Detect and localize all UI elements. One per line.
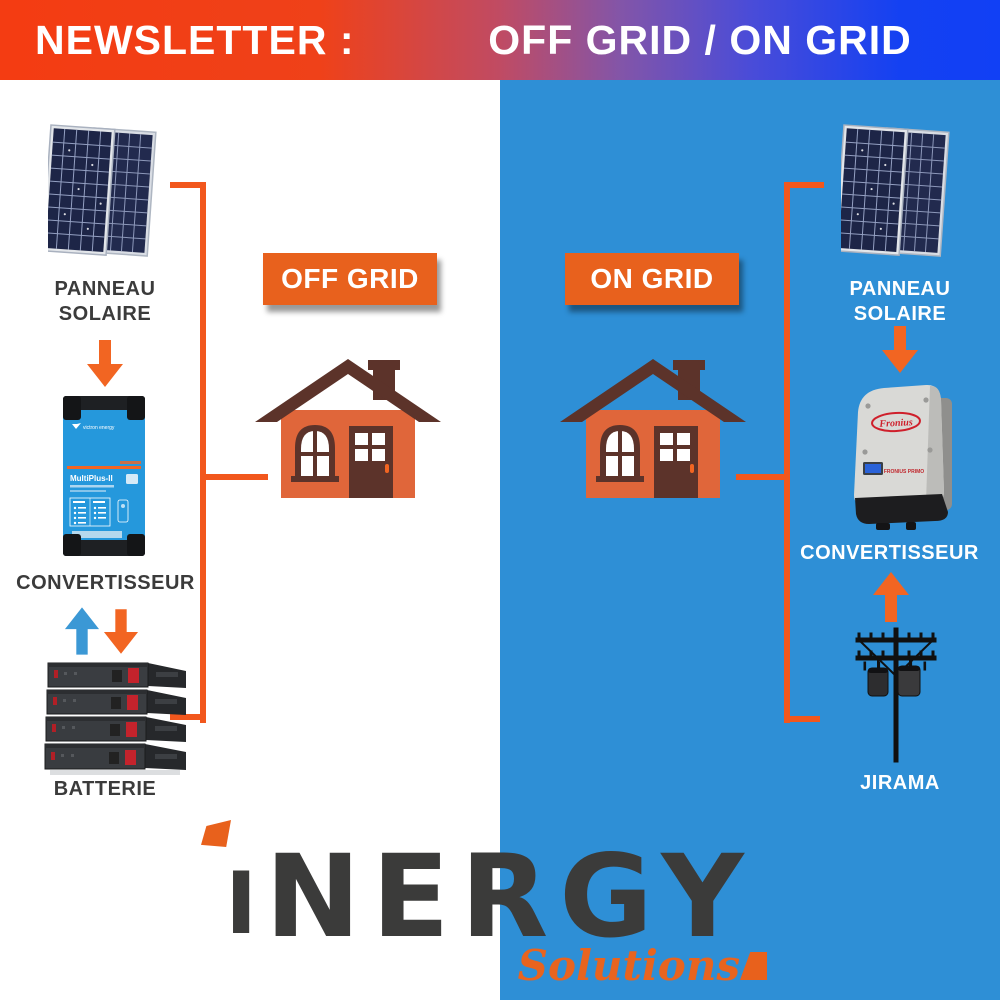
wire-right-pole-stub [784, 716, 820, 722]
house-roof [255, 359, 441, 422]
fronius-display [863, 462, 883, 475]
door-handle [385, 464, 389, 473]
header-title: OFF GRID / ON GRID [488, 17, 912, 63]
fronius-inverter-image: Fronius FRONIUS PRIMO [854, 384, 952, 530]
wire-left-panel-stub [170, 182, 206, 188]
wire-right-panel-stub [784, 182, 824, 188]
pole-transformers [867, 660, 921, 697]
svg-text:FRONIUS PRIMO: FRONIUS PRIMO [884, 469, 924, 475]
fronius-logo: Fronius [871, 411, 921, 433]
down-arrow-icon [103, 609, 139, 654]
house-door [654, 426, 698, 498]
battery-stack-image [44, 662, 186, 775]
fronius-base [855, 494, 948, 524]
logo-i-dot [201, 820, 231, 847]
victron-logo: victron energy [72, 423, 115, 431]
solar-panel-front [841, 124, 909, 256]
svg-text:victron energy: victron energy [83, 425, 115, 431]
svg-text:MultiPlus-II: MultiPlus-II [70, 474, 113, 483]
right-inverter-label: CONVERTISSEUR [800, 542, 979, 564]
down-arrow-icon [87, 340, 123, 387]
wire-left-house-branch [200, 474, 268, 480]
logo-letter-i: I [225, 854, 258, 954]
victron-inverter-image: victron energy MultiPlus-II [63, 396, 145, 556]
wire-right-vertical [784, 182, 790, 723]
house-left-image [255, 359, 441, 498]
on-grid-badge: ON GRID [565, 253, 739, 305]
battery-modules [44, 662, 186, 775]
left-inverter-label: CONVERTISSEUR [16, 572, 195, 594]
svg-text:Fronius: Fronius [878, 417, 913, 430]
header-newsletter-label: NEWSLETTER : [35, 17, 355, 63]
wire-right-house-branch [736, 474, 790, 480]
utility-pole-image [855, 627, 937, 763]
house-right-image [560, 359, 746, 498]
house-roof [560, 359, 746, 422]
solar-panel-front [48, 124, 116, 256]
house-arched-window [291, 425, 339, 482]
door-handle [690, 464, 694, 473]
header-banner: NEWSLETTER : OFF GRID / ON GRID [0, 0, 1000, 80]
wire-left-battery-stub [170, 714, 206, 720]
down-arrow-icon [882, 326, 918, 373]
victron-led-panel [69, 497, 129, 527]
grid-company-label: JIRAMA [860, 772, 940, 794]
battery-label: BATTERIE [53, 778, 157, 800]
off-grid-badge: OFF GRID [263, 253, 437, 305]
solar-panels-right-image [841, 124, 950, 257]
right-panel-label: PANNEAU SOLAIRE [849, 278, 951, 325]
left-panel-label: PANNEAU SOLAIRE [54, 278, 156, 325]
solar-panels-left-image [48, 124, 157, 257]
up-arrow-icon [64, 607, 100, 655]
house-door [349, 426, 393, 498]
up-arrow-icon [873, 572, 909, 622]
wire-left-vertical [200, 182, 206, 723]
house-arched-window [596, 425, 644, 482]
logo-name-rest: NERGY [265, 830, 755, 963]
logo-tagline: Solutions [517, 941, 740, 990]
fronius-screws [862, 397, 933, 455]
